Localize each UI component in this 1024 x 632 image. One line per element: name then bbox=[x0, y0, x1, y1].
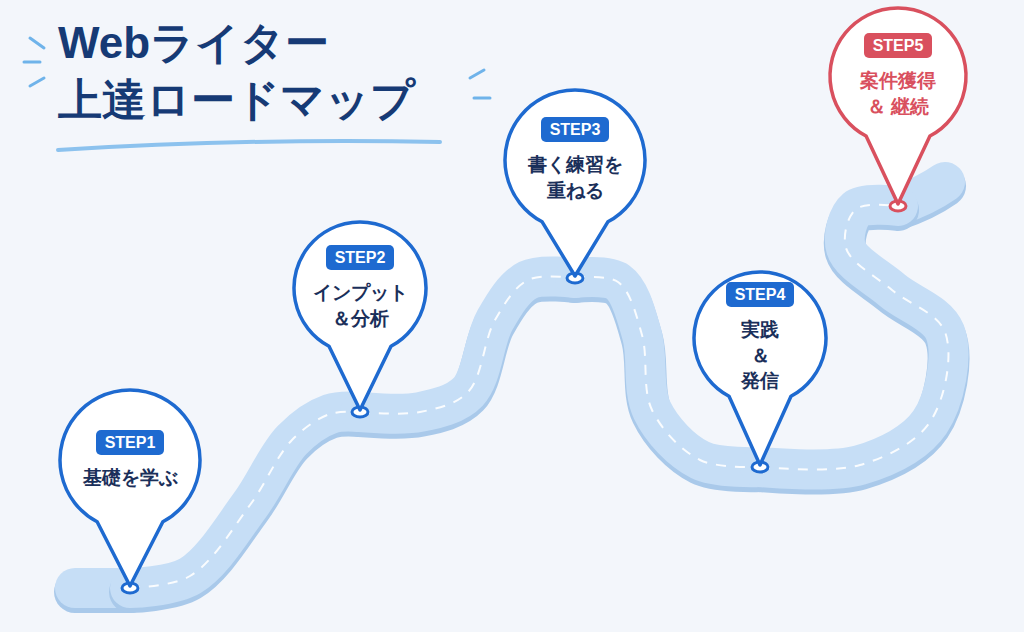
step-pin: STEP4 実践＆ 発信 bbox=[694, 272, 826, 467]
pin-outline bbox=[830, 8, 966, 204]
step-badge: STEP4 bbox=[726, 282, 795, 307]
step-pin: STEP2 インプット ＆分析 bbox=[294, 222, 426, 412]
step-pin: STEP1 基礎を学ぶ bbox=[60, 390, 200, 588]
step-label: 書く練習を 重ねる bbox=[528, 152, 623, 203]
pin-outline bbox=[294, 222, 426, 410]
pin-content: STEP5 案件獲得＆ 継続 bbox=[830, 8, 966, 144]
step-label: 基礎を学ぶ bbox=[83, 465, 178, 491]
step-badge: STEP3 bbox=[541, 117, 610, 142]
title: Webライター 上達ロードマップ bbox=[58, 14, 415, 128]
pin-outline bbox=[694, 272, 826, 465]
step-badge: STEP1 bbox=[96, 430, 165, 455]
pin-content: STEP3 書く練習を 重ねる bbox=[505, 90, 645, 230]
pin-shape bbox=[60, 390, 200, 588]
pin-content: STEP2 インプット ＆分析 bbox=[294, 222, 426, 354]
step-badge: STEP5 bbox=[864, 33, 933, 58]
step-label: 案件獲得＆ 継続 bbox=[860, 68, 936, 119]
road-ends bbox=[75, 182, 945, 592]
step-badge: STEP2 bbox=[326, 245, 395, 270]
pin-content: STEP4 実践＆ 発信 bbox=[694, 272, 826, 404]
pin-outline bbox=[505, 90, 645, 276]
step-label: 実践＆ 発信 bbox=[741, 317, 779, 394]
step-pin: STEP3 書く練習を 重ねる bbox=[505, 90, 645, 278]
pin-outline bbox=[60, 390, 200, 586]
step-label: インプット ＆分析 bbox=[313, 280, 408, 331]
step-pin: STEP5 案件獲得＆ 継続 bbox=[830, 8, 966, 206]
pin-content: STEP1 基礎を学ぶ bbox=[60, 390, 200, 530]
